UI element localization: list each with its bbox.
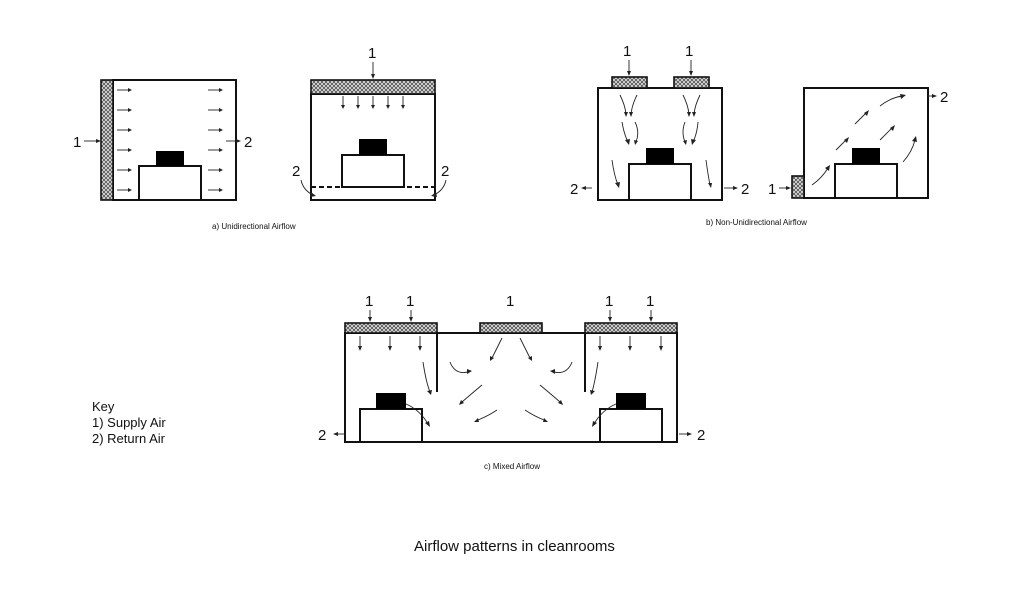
return-air-label-left: 2	[318, 427, 326, 444]
supply-filter-right	[584, 322, 678, 334]
supply-air-label-1: 1	[365, 293, 373, 310]
mixed-flow-arrows	[358, 336, 663, 427]
supply-diffuser-side	[791, 175, 805, 199]
return-air-label-left: 2	[570, 181, 578, 198]
supply-air-label-left: 1	[623, 43, 631, 60]
key-supply-air: 1) Supply Air	[92, 415, 166, 430]
equipment	[852, 148, 880, 164]
return-air-label-left: 2	[292, 163, 300, 180]
supply-air-label: 1	[768, 181, 776, 198]
equipment	[646, 148, 674, 164]
key-heading: Key	[92, 399, 115, 414]
diagram-a-horizontal: 1 2	[73, 79, 252, 201]
return-air-label: 2	[244, 134, 252, 151]
supply-filter-ceiling	[310, 79, 436, 95]
supply-filter-left	[344, 322, 438, 334]
caption-c: c) Mixed Airflow	[484, 462, 540, 471]
supply-diffuser-right	[673, 76, 710, 89]
vertical-flow-arrows	[341, 96, 405, 109]
equipment	[359, 139, 387, 155]
return-air-label-right: 2	[441, 163, 449, 180]
equipment-left	[376, 393, 406, 409]
workbench	[628, 163, 692, 201]
key-return-air: 2) Return Air	[92, 431, 166, 446]
return-air-label: 2	[940, 89, 948, 106]
diagram-b-side: 1 2	[768, 87, 948, 199]
diagonal-flow-arrows	[811, 94, 917, 186]
supply-air-label: 1	[368, 45, 376, 62]
equipment-right	[616, 393, 646, 409]
supply-filter-wall	[100, 79, 114, 201]
supply-diffuser-left	[611, 76, 648, 89]
supply-air-label-4: 1	[605, 293, 613, 310]
caption-b: b) Non-Unidirectional Airflow	[706, 218, 807, 227]
figure-title: Airflow patterns in cleanrooms	[414, 538, 615, 555]
supply-air-label-right: 1	[685, 43, 693, 60]
supply-air-label-2: 1	[406, 293, 414, 310]
horizontal-flow-arrows	[117, 88, 223, 192]
turbulent-flow-arrows	[611, 94, 712, 188]
caption-a: a) Unidirectional Airflow	[212, 222, 296, 231]
workbench	[341, 154, 405, 188]
supply-filter-center	[479, 322, 543, 334]
return-air-label-right: 2	[697, 427, 705, 444]
key-legend: Key 1) Supply Air 2) Return Air	[92, 399, 166, 446]
supply-air-label-5: 1	[646, 293, 654, 310]
workbench	[138, 165, 202, 201]
workbench-left	[359, 408, 423, 443]
diagram-c-mixed: 1 1 1 1 1 2 2	[318, 293, 705, 444]
supply-air-label-3: 1	[506, 293, 514, 310]
equipment	[156, 151, 184, 166]
workbench-right	[599, 408, 663, 443]
diagram-b-ceiling: 1 1 2 2	[570, 43, 749, 201]
diagram-a-vertical: 1 2 2	[292, 45, 449, 201]
return-air-label-right: 2	[741, 181, 749, 198]
supply-air-label: 1	[73, 134, 81, 151]
workbench	[834, 163, 898, 199]
